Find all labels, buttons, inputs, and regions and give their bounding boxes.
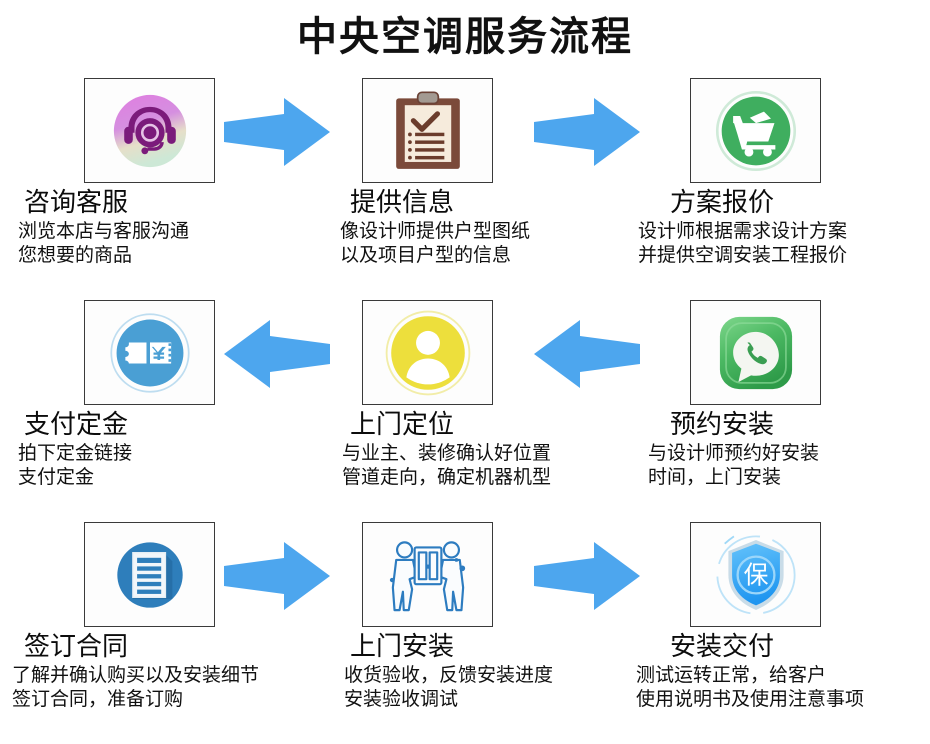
flow-row-2: 支付定金 拍下定金链接 支付定金 上门定位 与业主、装修确认好位置 管道走向，确…: [0, 300, 930, 522]
icon-frame: [690, 78, 821, 183]
step-desc-line-2: 支付定金: [18, 466, 95, 488]
flow-step-pay-deposit: 支付定金 拍下定金链接 支付定金: [2, 300, 302, 489]
coupon-yen-icon: [106, 309, 194, 397]
flow-arrow-right: [222, 540, 332, 612]
shield-glyph-text: 保: [743, 560, 768, 589]
step-title: 签订合同: [24, 632, 129, 662]
page-title: 中央空调服务流程: [297, 14, 633, 60]
step-desc-line-1: 设计师根据需求设计方案: [638, 220, 848, 242]
step-desc-line-2: 时间，上门安装: [648, 466, 782, 488]
flow-arrow-left: [532, 318, 642, 390]
flow-step-provide-info: 提供信息 像设计师提供户型图纸 以及项目户型的信息: [312, 78, 612, 267]
flow-step-book-installation: 预约安装 与设计师预约好安装 时间，上门安装: [622, 300, 922, 489]
document-icon: [107, 532, 193, 618]
headset-icon: [107, 88, 193, 174]
icon-frame: [362, 522, 493, 627]
step-desc-line-2: 您想要的商品: [18, 244, 133, 266]
icon-frame: [84, 300, 215, 405]
step-desc-line-2: 使用说明书及使用注意事项: [636, 688, 865, 710]
flow-arrow-right: [532, 96, 642, 168]
shield-guarantee-icon: 保: [710, 529, 802, 621]
process-flow-diagram: 咨询客服 浏览本店与客服沟通 您想要的商品: [0, 78, 930, 744]
step-desc-line-2: 管道走向，确定机器机型: [342, 466, 552, 488]
step-desc-line-1: 像设计师提供户型图纸: [340, 220, 531, 242]
step-desc-line-1: 拍下定金链接: [18, 442, 133, 464]
flow-step-installation-delivery: 保 安装交付 测试运转正常，给客户 使用说明书及使用注意事项: [622, 522, 922, 711]
step-title: 提供信息: [350, 188, 455, 218]
clipboard-checklist-icon: [389, 88, 467, 174]
icon-frame: [84, 522, 215, 627]
step-desc-line-2: 以及项目户型的信息: [340, 244, 512, 266]
two-workers-icon: [382, 532, 474, 618]
step-desc-line-1: 了解并确认购买以及安装细节: [12, 664, 260, 686]
step-desc-line-1: 浏览本店与客服沟通: [18, 220, 190, 242]
step-title: 上门安装: [350, 632, 455, 662]
flow-step-plan-quote: 方案报价 设计师根据需求设计方案 并提供空调安装工程报价: [622, 78, 922, 267]
step-desc-line-2: 并提供空调安装工程报价: [638, 244, 848, 266]
step-title: 安装交付: [670, 632, 775, 662]
flow-step-consult-service: 咨询客服 浏览本店与客服沟通 您想要的商品: [2, 78, 302, 267]
flow-row-1: 咨询客服 浏览本店与客服沟通 您想要的商品: [0, 78, 930, 300]
icon-frame: [690, 300, 821, 405]
icon-frame: 保: [690, 522, 821, 627]
step-title: 上门定位: [350, 410, 455, 440]
step-desc-line-1: 测试运转正常，给客户: [636, 664, 827, 686]
flow-step-onsite-installation: 上门安装 收货验收，反馈安装进度 安装验收调试: [312, 522, 612, 711]
flow-step-sign-contract: 签订合同 了解并确认购买以及安装细节 签订合同，准备订购: [2, 522, 302, 711]
step-title: 方案报价: [670, 188, 775, 218]
step-desc-line-2: 签订合同，准备订购: [12, 688, 184, 710]
flow-arrow-right: [532, 540, 642, 612]
icon-frame: [362, 300, 493, 405]
flow-row-3: 签订合同 了解并确认购买以及安装细节 签订合同，准备订购: [0, 522, 930, 744]
step-title: 预约安装: [670, 410, 775, 440]
flow-arrow-left: [222, 318, 332, 390]
phone-chat-icon: [712, 309, 800, 397]
flow-step-onsite-survey: 上门定位 与业主、装修确认好位置 管道走向，确定机器机型: [312, 300, 612, 489]
step-desc-line-1: 与设计师预约好安装: [648, 442, 820, 464]
icon-frame: [362, 78, 493, 183]
step-desc-line-1: 收货验收，反馈安装进度: [344, 664, 554, 686]
step-desc-line-1: 与业主、装修确认好位置: [342, 442, 552, 464]
person-avatar-icon: [382, 307, 474, 399]
flow-arrow-right: [222, 96, 332, 168]
shopping-cart-icon: [712, 87, 800, 175]
icon-frame: [84, 78, 215, 183]
step-desc-line-2: 安装验收调试: [344, 688, 459, 710]
step-title: 咨询客服: [24, 188, 129, 218]
step-title: 支付定金: [24, 410, 129, 440]
